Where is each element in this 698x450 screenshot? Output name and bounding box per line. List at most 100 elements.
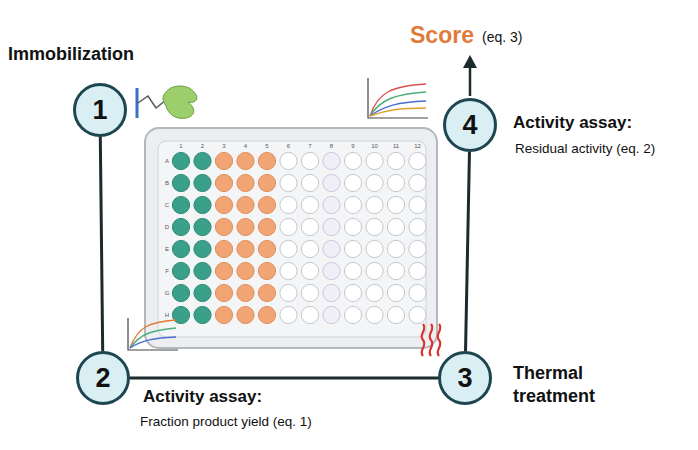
well <box>344 284 361 301</box>
well <box>344 152 361 169</box>
step-heading: Activity assay: <box>143 387 262 407</box>
row-letter: A <box>162 157 172 165</box>
well-plate <box>145 128 437 348</box>
well <box>409 262 426 279</box>
well <box>301 152 318 169</box>
well <box>366 240 383 257</box>
well <box>194 218 211 235</box>
step-number: 3 <box>441 354 489 402</box>
well <box>387 196 404 213</box>
well <box>323 262 340 279</box>
well <box>409 306 426 323</box>
connector <box>466 152 470 351</box>
well <box>344 174 361 191</box>
well <box>301 240 318 257</box>
well <box>323 196 340 213</box>
well <box>301 262 318 279</box>
step-number: 4 <box>446 101 494 149</box>
column-number: 3 <box>217 143 231 150</box>
row-letter: E <box>162 245 172 253</box>
well <box>280 284 297 301</box>
well <box>280 218 297 235</box>
well <box>409 218 426 235</box>
well <box>194 174 211 191</box>
well <box>387 174 404 191</box>
well <box>409 240 426 257</box>
well <box>194 262 211 279</box>
well <box>172 196 189 213</box>
well <box>194 306 211 323</box>
column-number: 7 <box>303 143 317 150</box>
step-number: 2 <box>79 354 127 402</box>
well <box>237 174 254 191</box>
well <box>301 284 318 301</box>
well <box>194 284 211 301</box>
well <box>280 196 297 213</box>
well <box>409 284 426 301</box>
well <box>194 240 211 257</box>
well <box>258 152 275 169</box>
well <box>344 262 361 279</box>
well <box>301 218 318 235</box>
well <box>344 196 361 213</box>
step-circle: 2Activity assay:Fraction product yield (… <box>76 351 130 405</box>
well <box>387 284 404 301</box>
step-description: Fraction product yield (eq. 1) <box>140 414 312 429</box>
well <box>366 284 383 301</box>
well <box>280 152 297 169</box>
well <box>280 306 297 323</box>
well <box>387 306 404 323</box>
well <box>344 306 361 323</box>
well <box>366 306 383 323</box>
well <box>323 218 340 235</box>
well <box>258 284 275 301</box>
well <box>323 174 340 191</box>
column-number: 6 <box>282 143 296 150</box>
column-number: 2 <box>196 143 210 150</box>
well <box>215 284 232 301</box>
well <box>215 240 232 257</box>
step-description: Residual activity (eq. 2) <box>515 141 655 156</box>
well <box>237 152 254 169</box>
column-number: 8 <box>325 143 339 150</box>
row-letter: D <box>162 223 172 231</box>
well <box>323 306 340 323</box>
well <box>215 196 232 213</box>
connector <box>100 137 102 351</box>
well <box>172 218 189 235</box>
well <box>258 306 275 323</box>
well <box>280 174 297 191</box>
well <box>409 174 426 191</box>
well <box>366 218 383 235</box>
connector <box>130 378 438 379</box>
well <box>323 240 340 257</box>
well <box>215 152 232 169</box>
well <box>172 306 189 323</box>
column-number: 11 <box>389 143 403 150</box>
well <box>366 152 383 169</box>
column-number: 5 <box>260 143 274 150</box>
well <box>237 306 254 323</box>
wells <box>172 152 426 323</box>
row-letter: G <box>162 289 172 297</box>
column-number: 1 <box>174 143 188 150</box>
well <box>301 306 318 323</box>
well <box>237 262 254 279</box>
well <box>237 196 254 213</box>
enzyme-icon <box>163 86 197 118</box>
well <box>301 196 318 213</box>
arrow-head <box>463 55 477 68</box>
well <box>280 240 297 257</box>
well <box>215 262 232 279</box>
well <box>258 218 275 235</box>
well <box>387 218 404 235</box>
row-letter: F <box>162 267 172 275</box>
score-arrow <box>469 66 472 96</box>
linker <box>138 96 166 108</box>
row-letter: H <box>162 311 172 319</box>
step-heading: Immobilization <box>8 44 134 65</box>
score-label: Score <box>410 22 474 49</box>
well <box>366 262 383 279</box>
well <box>366 196 383 213</box>
column-number: 12 <box>411 143 425 150</box>
